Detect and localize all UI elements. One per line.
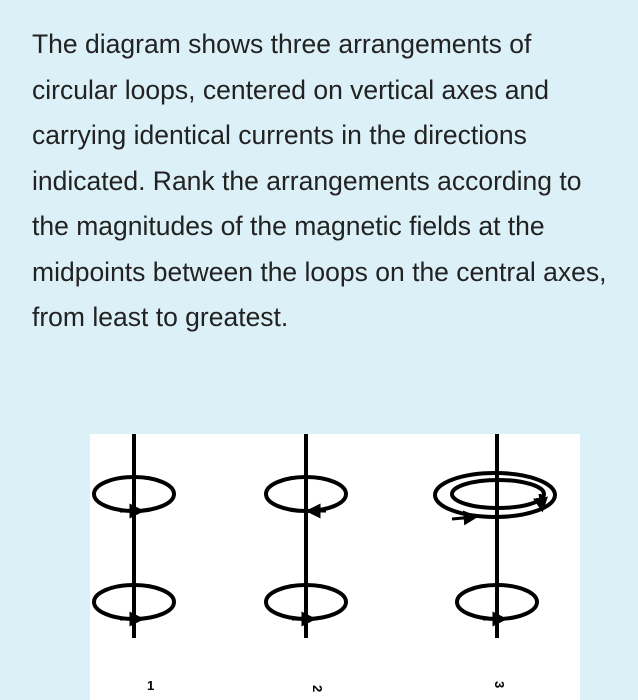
arrangement-2: 2 xyxy=(264,434,348,692)
arrangement-1-label: 1 xyxy=(147,678,154,693)
arrangement-3-label: 3 xyxy=(492,681,507,688)
arrangement-1-bottom-loop xyxy=(92,583,176,627)
arrangement-1: 1 xyxy=(92,434,176,693)
arrangement-2-bottom-loop xyxy=(264,583,348,627)
arrangement-3-bottom-loop xyxy=(455,583,539,627)
loops-diagram: 1 2 xyxy=(90,434,580,700)
loops-diagram-svg: 1 2 xyxy=(92,434,557,693)
arrangement-3-top-double-loop xyxy=(433,471,557,526)
question-text: The diagram shows three arrangements of … xyxy=(32,29,607,332)
arrangement-2-top-loop xyxy=(264,475,348,519)
arrangement-1-top-loop xyxy=(92,475,176,519)
arrangement-2-label: 2 xyxy=(310,685,325,692)
arrangement-3: 3 xyxy=(433,434,557,688)
